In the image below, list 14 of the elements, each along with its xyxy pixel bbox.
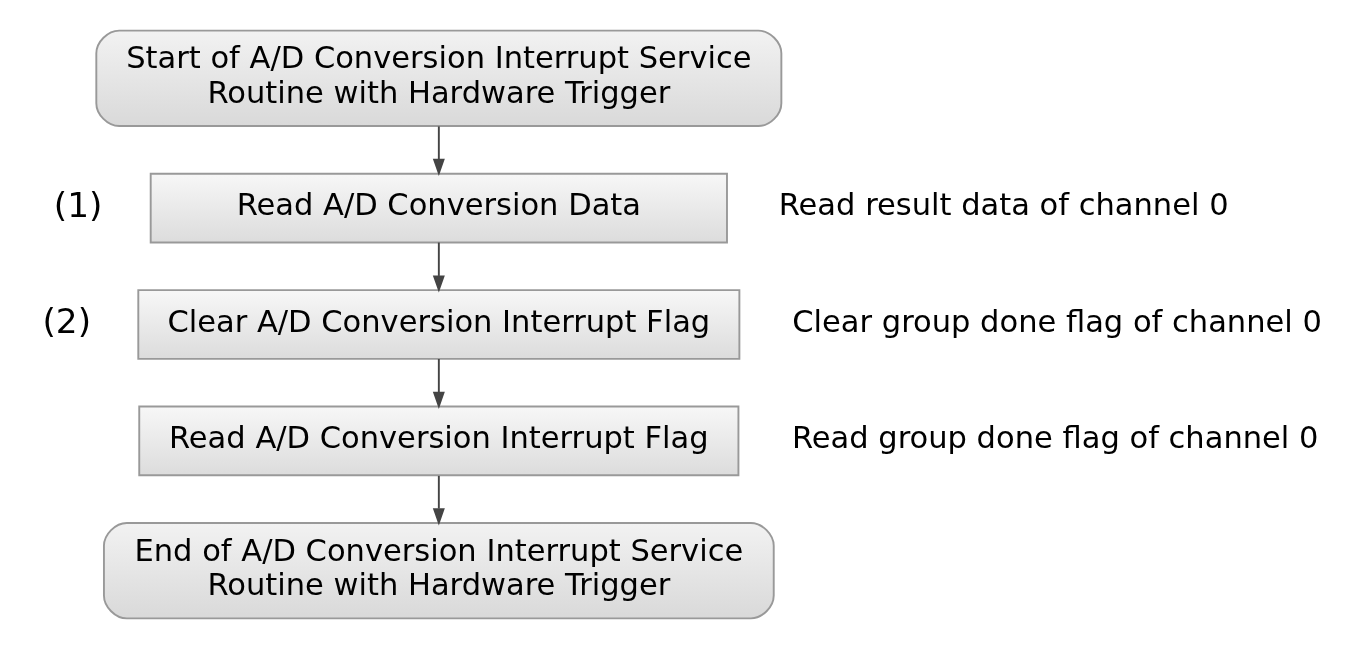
node-label: Read group done flag of channel 0 bbox=[791, 419, 1319, 455]
node-box: Read A/D Conversion Data bbox=[149, 172, 728, 243]
node-box: Start of A/D Conversion Interrupt Service Routine with Hardware Trigger bbox=[95, 29, 783, 127]
arrow bbox=[432, 474, 445, 526]
node-label: Clear group done flag of channel 0 bbox=[792, 303, 1322, 339]
arrow bbox=[432, 357, 445, 409]
arrow bbox=[432, 124, 445, 176]
node-box: Read A/D Conversion Interrupt Flag bbox=[138, 405, 740, 476]
node-box: End of A/D Conversion Interrupt Service Routine with Hardware Trigger bbox=[103, 521, 775, 619]
label: (1) bbox=[53, 183, 103, 224]
label: (2) bbox=[42, 300, 92, 341]
node-label: Read result data of channel 0 bbox=[778, 186, 1229, 222]
node-box: Clear A/D Conversion Interrupt Flag bbox=[137, 288, 741, 360]
arrow bbox=[432, 241, 445, 293]
